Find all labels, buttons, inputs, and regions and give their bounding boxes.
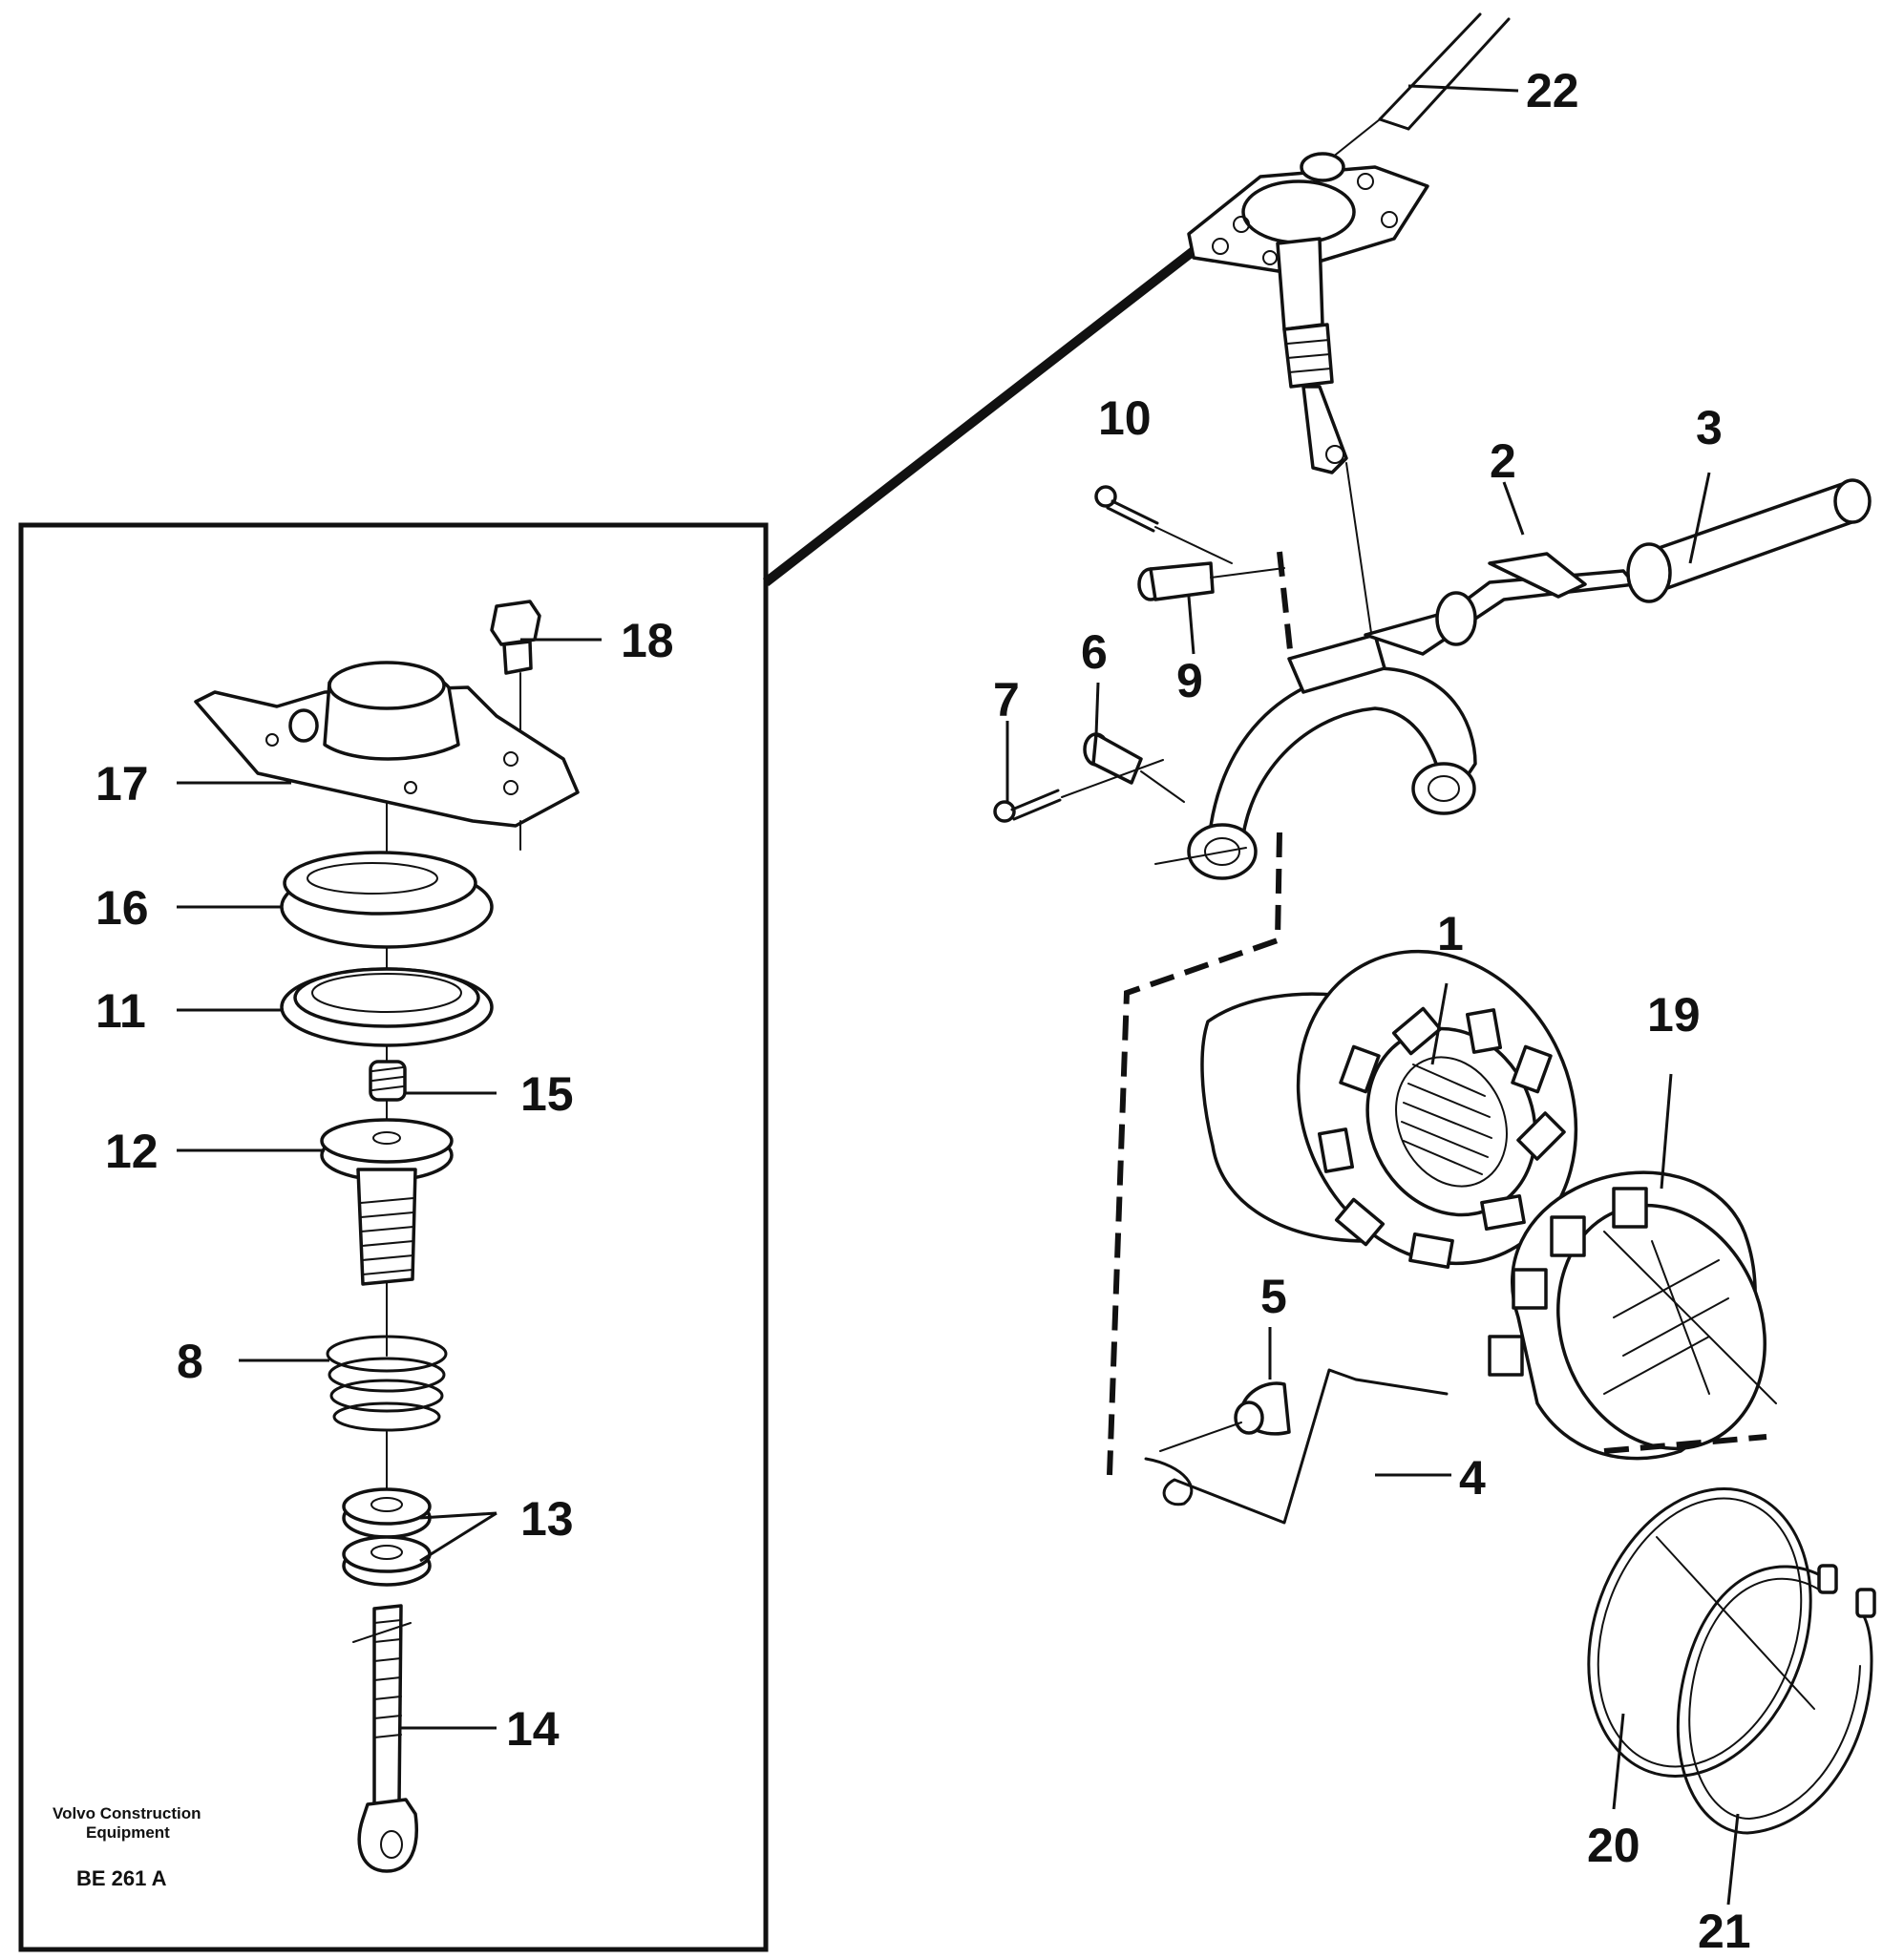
callout-18: 18 — [621, 614, 674, 667]
callout-12: 12 — [105, 1125, 159, 1178]
part-17-cover-plate — [194, 661, 580, 1357]
callout-1: 1 — [1437, 907, 1464, 960]
housing-flange — [1187, 152, 1429, 660]
part-6-pin — [1061, 732, 1185, 803]
detail-inset-frame — [18, 522, 769, 1952]
credit-line-1: Volvo Construction — [53, 1804, 201, 1822]
callout-13: 13 — [520, 1492, 574, 1546]
part-14-rod-end — [352, 1604, 418, 1873]
figure-code: BE 261 A — [76, 1866, 167, 1890]
part-4-spring-wire — [1144, 1368, 1449, 1525]
callout-21: 21 — [1698, 1905, 1751, 1958]
part-15-set-screw — [369, 1060, 407, 1102]
part-2-shift-rail — [1364, 552, 1637, 656]
part-1-sleeve — [1200, 949, 1578, 1270]
part-5-detent — [1159, 1381, 1291, 1452]
callout-14: 14 — [506, 1702, 560, 1756]
callout-20: 20 — [1587, 1819, 1640, 1872]
callout-10: 10 — [1098, 391, 1152, 445]
credit-line-2: Equipment — [86, 1823, 170, 1842]
part-3-tube — [1626, 478, 1872, 603]
callout-22: 22 — [1526, 64, 1579, 117]
callout-7: 7 — [993, 673, 1020, 727]
shift-fork — [1107, 633, 1477, 1476]
callout-4: 4 — [1459, 1451, 1486, 1505]
part-10-split-pin — [1094, 485, 1233, 564]
part-11-gasket — [280, 967, 494, 1047]
callout-3: 3 — [1696, 401, 1723, 454]
inset-connector-line — [762, 240, 1207, 586]
callout-5: 5 — [1260, 1270, 1287, 1323]
part-13-nuts — [342, 1431, 432, 1587]
part-9-pin — [1137, 551, 1294, 660]
callout-11: 11 — [95, 984, 146, 1038]
callout-9: 9 — [1176, 654, 1203, 707]
callout-8: 8 — [177, 1335, 203, 1388]
callout-19: 19 — [1647, 988, 1701, 1042]
leader-lines — [177, 84, 1740, 1906]
part-20-circlip — [1587, 1487, 1812, 1778]
part-21-circlip — [1656, 1536, 1876, 1835]
callout-16: 16 — [95, 881, 149, 935]
callout-2: 2 — [1490, 434, 1516, 488]
part-19-dog-ring — [1488, 1170, 1777, 1461]
part-7-split-pin — [993, 789, 1062, 823]
callout-labels: 22 10 3 2 9 6 7 1 19 5 4 20 21 18 17 16 … — [95, 64, 1751, 1958]
part-22-rod — [1331, 12, 1511, 158]
publisher-credit: Volvo Construction Equipment BE 261 A — [53, 1804, 201, 1890]
callout-17: 17 — [95, 757, 149, 811]
callout-6: 6 — [1081, 625, 1108, 679]
part-12-bolt — [320, 1118, 454, 1286]
part-8-spring — [326, 1335, 448, 1432]
part-16-seal — [280, 851, 494, 949]
callout-15: 15 — [520, 1067, 574, 1121]
